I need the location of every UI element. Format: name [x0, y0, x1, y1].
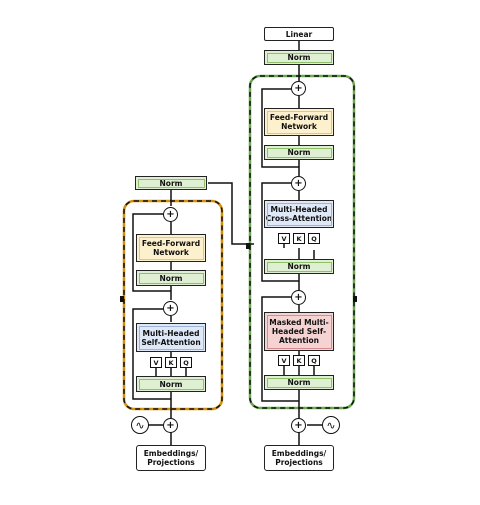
- decoder-final-norm: Norm: [264, 50, 334, 65]
- decoder-cross-attention: Multi-Headed Cross-Attention: [264, 200, 334, 228]
- encoder-residual-add-top: +: [163, 207, 178, 222]
- encoder-flow-lines: [132, 182, 254, 445]
- encoder-self-attention: Multi-Headed Self-Attention: [136, 323, 206, 352]
- decoder-input-add: +: [291, 418, 306, 433]
- decoder-cross-key-input: K: [293, 233, 305, 244]
- decoder-cross-norm: Norm: [264, 259, 334, 274]
- decoder-cross-value-input: V: [278, 233, 290, 244]
- decoder-masked-key-input: K: [293, 355, 305, 366]
- encoder-embeddings-projections: Embeddings/ Projections: [136, 445, 206, 471]
- decoder-residual-add-cross: +: [291, 176, 306, 191]
- encoder-input-norm: Norm: [136, 376, 206, 392]
- decoder-input-norm: Norm: [264, 375, 334, 390]
- decoder-embeddings-projections: Embeddings/ Projections: [264, 445, 334, 471]
- decoder-feed-forward-network: Feed-Forward Network: [264, 108, 334, 136]
- encoder-feed-forward-network: Feed-Forward Network: [136, 234, 206, 262]
- encoder-input-add: +: [163, 418, 178, 433]
- decoder-masked-self-attention: Masked Multi-Headed Self-Attention: [264, 312, 334, 351]
- decoder-residual-add-masked: +: [291, 290, 306, 305]
- encoder-ffn-norm: Norm: [136, 270, 206, 286]
- decoder-residual-add-top: +: [291, 81, 306, 96]
- encoder-key-input: K: [165, 357, 177, 368]
- decoder-linear: Linear: [264, 27, 334, 41]
- encoder-positional-encoding-icon: ∿: [131, 416, 149, 434]
- decoder-positional-encoding-icon: ∿: [322, 416, 340, 434]
- encoder-residual-add-mid: +: [163, 301, 178, 316]
- encoder-output-norm: Norm: [135, 176, 207, 190]
- decoder-masked-query-input: Q: [308, 355, 320, 366]
- decoder-ffn-norm: Norm: [264, 145, 334, 160]
- encoder-value-input: V: [150, 357, 162, 368]
- decoder-cross-query-input: Q: [308, 233, 320, 244]
- decoder-masked-value-input: V: [278, 355, 290, 366]
- encoder-query-input: Q: [180, 357, 192, 368]
